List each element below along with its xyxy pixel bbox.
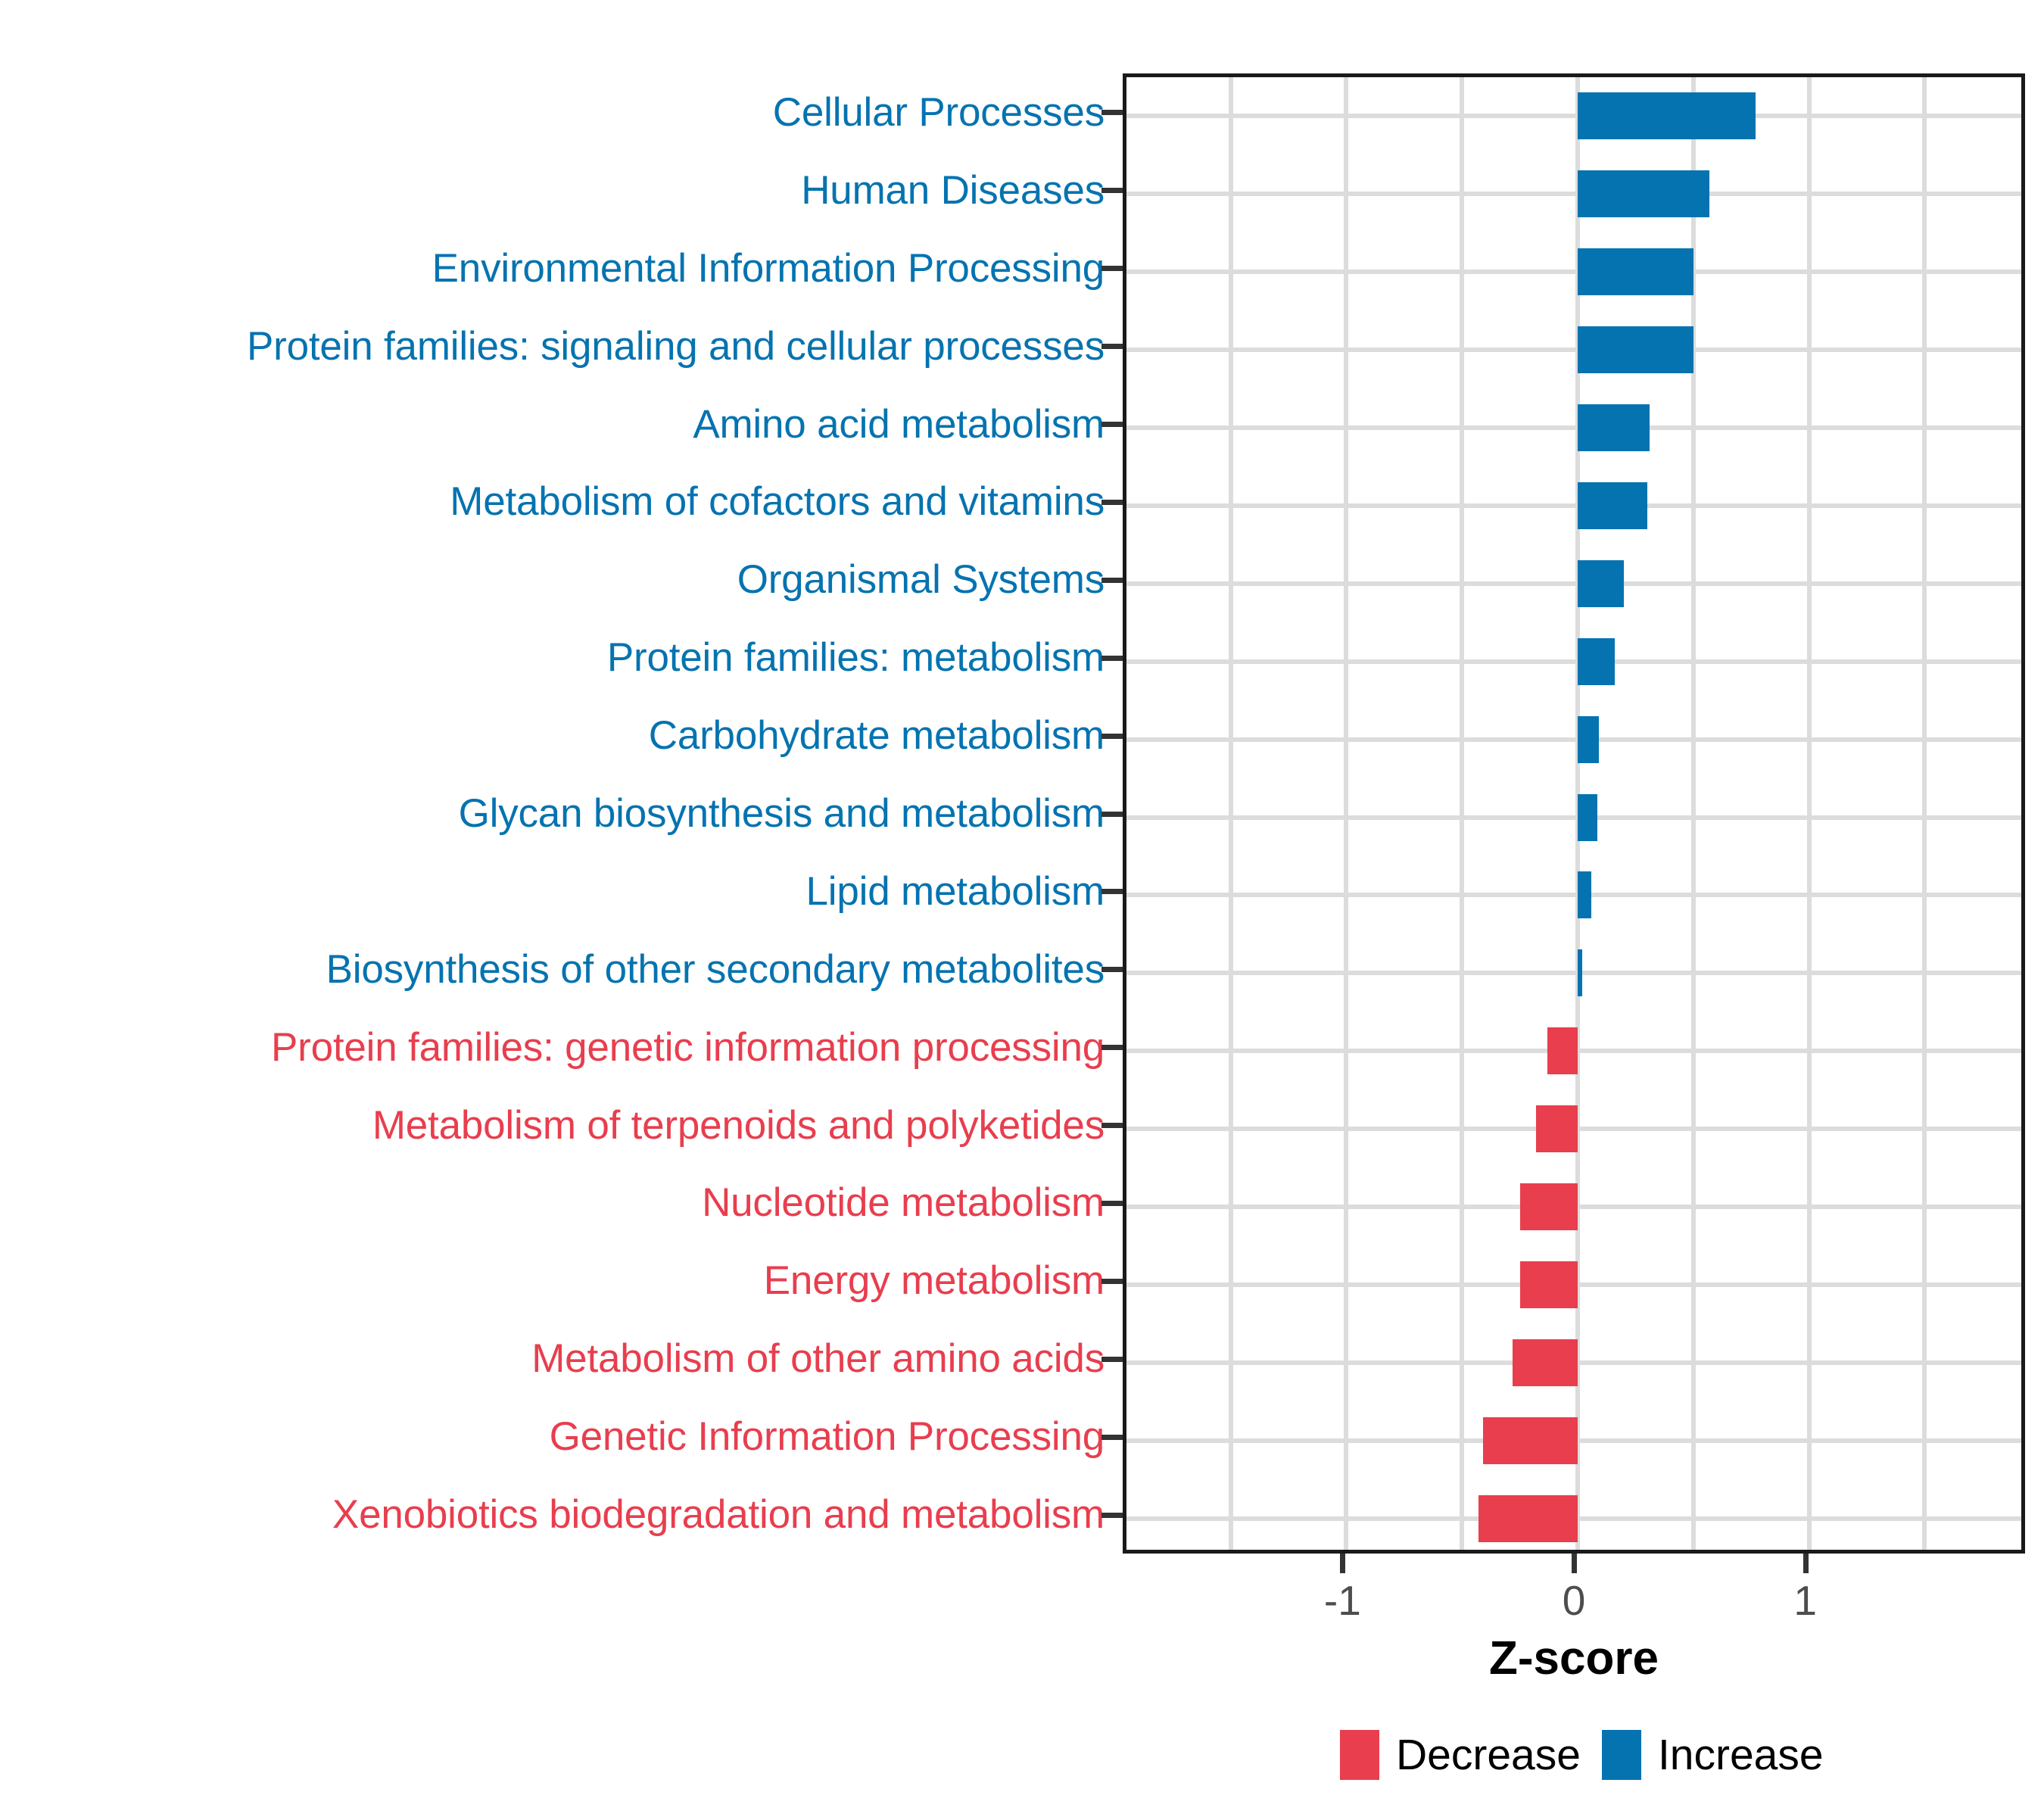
y-axis-label: Protein families: signaling and cellular…: [246, 323, 1105, 369]
vertical-gridline: [1228, 77, 1233, 1550]
x-axis-tick: [1572, 1554, 1577, 1573]
x-axis-tick: [1803, 1554, 1809, 1573]
bar: [1519, 1261, 1578, 1308]
chart-legend: Decrease Increase: [1340, 1730, 1824, 1780]
y-axis-tick: [1101, 655, 1123, 661]
legend-label: Decrease: [1396, 1731, 1581, 1779]
legend-swatch-icon: [1601, 1730, 1641, 1780]
vertical-gridline: [1460, 77, 1465, 1550]
horizontal-gridline: [1126, 971, 2021, 976]
bar: [1578, 326, 1693, 374]
legend-item[interactable]: Decrease: [1340, 1730, 1581, 1780]
y-axis-label: Metabolism of other amino acids: [531, 1336, 1105, 1382]
horizontal-gridline: [1126, 659, 2021, 664]
y-axis-tick: [1101, 577, 1123, 583]
plot-area: [1126, 77, 2021, 1550]
bar: [1578, 715, 1599, 763]
y-axis-tick: [1101, 499, 1123, 505]
y-axis-label: Cellular Processes: [772, 89, 1105, 135]
y-axis-tick: [1101, 733, 1123, 739]
legend-swatch-icon: [1340, 1730, 1379, 1780]
bar: [1578, 404, 1650, 452]
y-axis-tick: [1101, 1434, 1123, 1440]
bar: [1578, 871, 1592, 919]
horizontal-gridline: [1126, 893, 2021, 898]
x-axis-tick-label: 1: [1793, 1577, 1817, 1624]
x-axis-tick-label: -1: [1323, 1577, 1361, 1624]
bar: [1578, 637, 1615, 685]
y-axis-label: Protein families: genetic information pr…: [271, 1024, 1105, 1070]
bar: [1578, 482, 1647, 529]
y-axis-tick: [1101, 967, 1123, 973]
y-axis-tick: [1101, 1278, 1123, 1284]
legend-label: Increase: [1657, 1731, 1824, 1779]
x-axis-tick-label: 0: [1562, 1577, 1586, 1624]
x-axis-title: Z-score: [1489, 1632, 1659, 1685]
y-axis-label: Genetic Information Processing: [549, 1414, 1105, 1460]
y-axis-label: Metabolism of cofactors and vitamins: [450, 479, 1105, 525]
bar: [1478, 1494, 1578, 1542]
horizontal-gridline: [1126, 737, 2021, 742]
horizontal-gridline: [1126, 114, 2021, 119]
vertical-gridline: [1344, 77, 1349, 1550]
bar: [1482, 1417, 1578, 1464]
bar: [1578, 170, 1710, 218]
y-axis-label: Biosynthesis of other secondary metaboli…: [326, 946, 1105, 992]
horizontal-gridline: [1126, 270, 2021, 275]
y-axis-tick: [1101, 422, 1123, 428]
y-axis-tick: [1101, 266, 1123, 272]
y-axis-label: Organismal Systems: [737, 557, 1105, 603]
bar: [1578, 559, 1625, 607]
y-axis-label: Human Diseases: [801, 167, 1105, 213]
horizontal-gridline: [1126, 581, 2021, 586]
y-axis-tick: [1101, 188, 1123, 194]
y-axis-tick: [1101, 1123, 1123, 1129]
bar: [1578, 248, 1693, 296]
y-axis-tick: [1101, 1045, 1123, 1051]
y-axis-tick: [1101, 344, 1123, 350]
legend-item[interactable]: Increase: [1601, 1730, 1824, 1780]
y-axis-label: Lipid metabolism: [805, 868, 1105, 914]
bar: [1578, 92, 1756, 140]
y-axis-label: Amino acid metabolism: [693, 401, 1105, 447]
x-axis-tick: [1340, 1554, 1346, 1573]
bar: [1513, 1339, 1578, 1386]
y-axis-tick: [1101, 110, 1123, 116]
bar: [1547, 1027, 1578, 1075]
y-axis-label: Energy metabolism: [763, 1258, 1105, 1304]
bar: [1578, 949, 1583, 997]
y-axis-label: Protein families: metabolism: [606, 635, 1105, 681]
y-axis-label: Environmental Information Processing: [432, 245, 1105, 291]
horizontal-gridline: [1126, 348, 2021, 353]
bar: [1578, 793, 1597, 841]
horizontal-gridline: [1126, 192, 2021, 197]
y-axis-tick: [1101, 1356, 1123, 1362]
y-axis-label: Carbohydrate metabolism: [648, 713, 1105, 759]
horizontal-gridline: [1126, 503, 2021, 508]
vertical-gridline: [1922, 77, 1927, 1550]
bar: [1535, 1105, 1578, 1153]
y-axis-label: Nucleotide metabolism: [702, 1180, 1105, 1226]
plot-panel: [1123, 73, 2025, 1554]
y-axis-tick: [1101, 1200, 1123, 1206]
y-axis-tick: [1101, 889, 1123, 895]
y-axis-tick: [1101, 811, 1123, 817]
bar: [1519, 1183, 1578, 1230]
y-axis-tick: [1101, 1512, 1123, 1518]
y-axis-label: Xenobiotics biodegradation and metabolis…: [332, 1491, 1105, 1537]
horizontal-gridline: [1126, 815, 2021, 820]
vertical-gridline: [1806, 77, 1812, 1550]
y-axis-label: Glycan biosynthesis and metabolism: [458, 790, 1105, 836]
horizontal-gridline: [1126, 425, 2021, 431]
y-axis-label: Metabolism of terpenoids and polyketides: [372, 1102, 1105, 1148]
vertical-gridline: [1690, 77, 1696, 1550]
